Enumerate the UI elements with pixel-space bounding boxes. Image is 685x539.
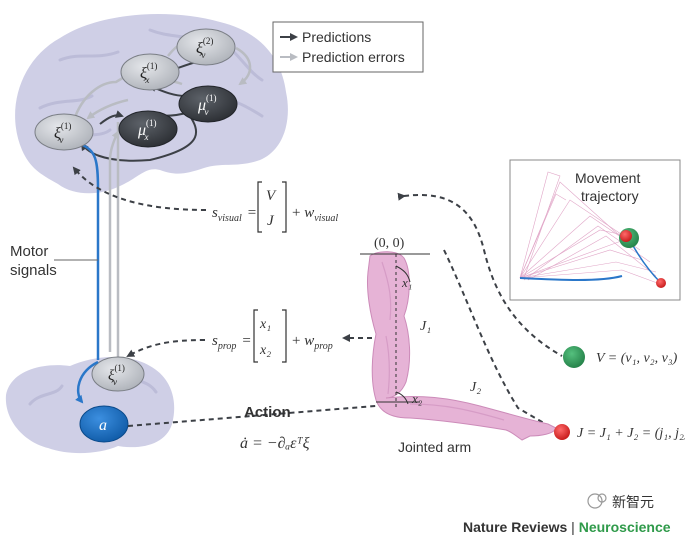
- node-mu-x1: μ(1)x: [118, 110, 178, 148]
- legend-predictions-label: Predictions: [302, 29, 371, 45]
- node-action: a: [79, 405, 129, 443]
- arm-x2-label: x₂: [411, 391, 423, 406]
- arm-j2-label: J₂: [470, 380, 481, 395]
- jointed-arm-label: Jointed arm: [398, 439, 471, 455]
- svg-text:x₂: x₂: [259, 343, 271, 358]
- visual-target-dashed-line: [397, 192, 563, 357]
- proprioceptive-signal-arrow: [126, 339, 206, 357]
- watermark: 新智元: [587, 493, 654, 510]
- node-xi-v1-spinal: ξ(1)v: [91, 356, 145, 392]
- trajectory-end-dot: [656, 278, 666, 288]
- svg-text:+ wprop: + wprop: [292, 333, 333, 352]
- arm-j1-label: J₁: [420, 319, 431, 334]
- movement-trajectory-label: trajectory: [581, 188, 639, 204]
- movement-trajectory-inset: Movement trajectory: [509, 159, 681, 301]
- arm-x1-label: x₁: [401, 275, 412, 290]
- movement-trajectory-label: Movement: [575, 170, 640, 186]
- watermark-logo-icon: [587, 493, 603, 509]
- error-arrow: [72, 74, 127, 121]
- s-visual-equation: svisual= V J + wvisual: [212, 181, 338, 233]
- svg-text:V: V: [266, 188, 277, 204]
- error-arrow: [86, 98, 129, 120]
- motor-signal-arrow: [75, 360, 99, 404]
- svg-text:μ(1)x: μ(1)x: [137, 118, 157, 142]
- trajectory-path: [631, 243, 661, 283]
- visual-hand-dashed-line: [443, 249, 557, 431]
- error-line: [108, 130, 120, 352]
- arm-origin-label: (0, 0): [374, 236, 405, 251]
- visual-target-dot: [563, 346, 585, 368]
- s-prop-equation: sprop= x₁ x₂ + wprop: [212, 309, 333, 363]
- svg-text:sprop=: sprop=: [212, 333, 251, 352]
- legend: Predictions Prediction errors: [272, 21, 424, 73]
- trajectory-base-line: [519, 275, 623, 281]
- j-equation: J = J₁ + J₂ = (j₁, j₂): [577, 426, 685, 441]
- v-equation: V = (v₁, v₂, v₃): [596, 351, 678, 366]
- node-mu-v1: μ(1)v: [178, 85, 238, 123]
- node-xi-v1: ξ(1)v: [34, 113, 94, 151]
- hand-position-dot: [554, 424, 570, 440]
- error-arrow: [235, 46, 252, 86]
- node-xi-x1: ξ(1)x: [120, 53, 180, 91]
- svg-text:x₁: x₁: [259, 317, 271, 332]
- svg-text:a: a: [99, 417, 107, 434]
- motor-signals-label: Motor: [10, 243, 48, 260]
- svg-text:svisual=: svisual=: [212, 205, 256, 224]
- svg-text:J: J: [267, 213, 275, 229]
- watermark-text: 新智元: [612, 494, 654, 510]
- svg-text:ξ(1)v: ξ(1)v: [54, 121, 71, 145]
- svg-text:ξ(1)x: ξ(1)x: [140, 61, 157, 85]
- action-title: Action: [244, 404, 291, 421]
- legend-box: [272, 21, 424, 73]
- motor-signals-label: signals: [10, 262, 57, 279]
- journal-credit: Nature Reviews | Neuroscience: [463, 519, 671, 535]
- node-xi-v2: ξ(2)v: [176, 28, 236, 66]
- legend-prediction-errors-label: Prediction errors: [302, 49, 405, 65]
- motor-signal-lines: [54, 122, 120, 360]
- trajectory-hand-dot: [620, 230, 632, 242]
- svg-text:ξ(1)v: ξ(1)v: [108, 363, 125, 387]
- motor-signal-line: [79, 142, 100, 360]
- svg-text:ξ(2)v: ξ(2)v: [196, 36, 213, 60]
- svg-text:+ wvisual: + wvisual: [292, 205, 338, 224]
- prediction-arrow: [99, 110, 124, 125]
- svg-text:μ(1)v: μ(1)v: [197, 93, 217, 117]
- brain-illustration: [15, 14, 288, 194]
- visual-signal-arrow: [72, 166, 207, 211]
- action-arrow: [127, 400, 402, 427]
- sensory-arrows: [72, 166, 563, 431]
- action-equation: ȧ = −∂ₐεᵀξ: [240, 435, 310, 452]
